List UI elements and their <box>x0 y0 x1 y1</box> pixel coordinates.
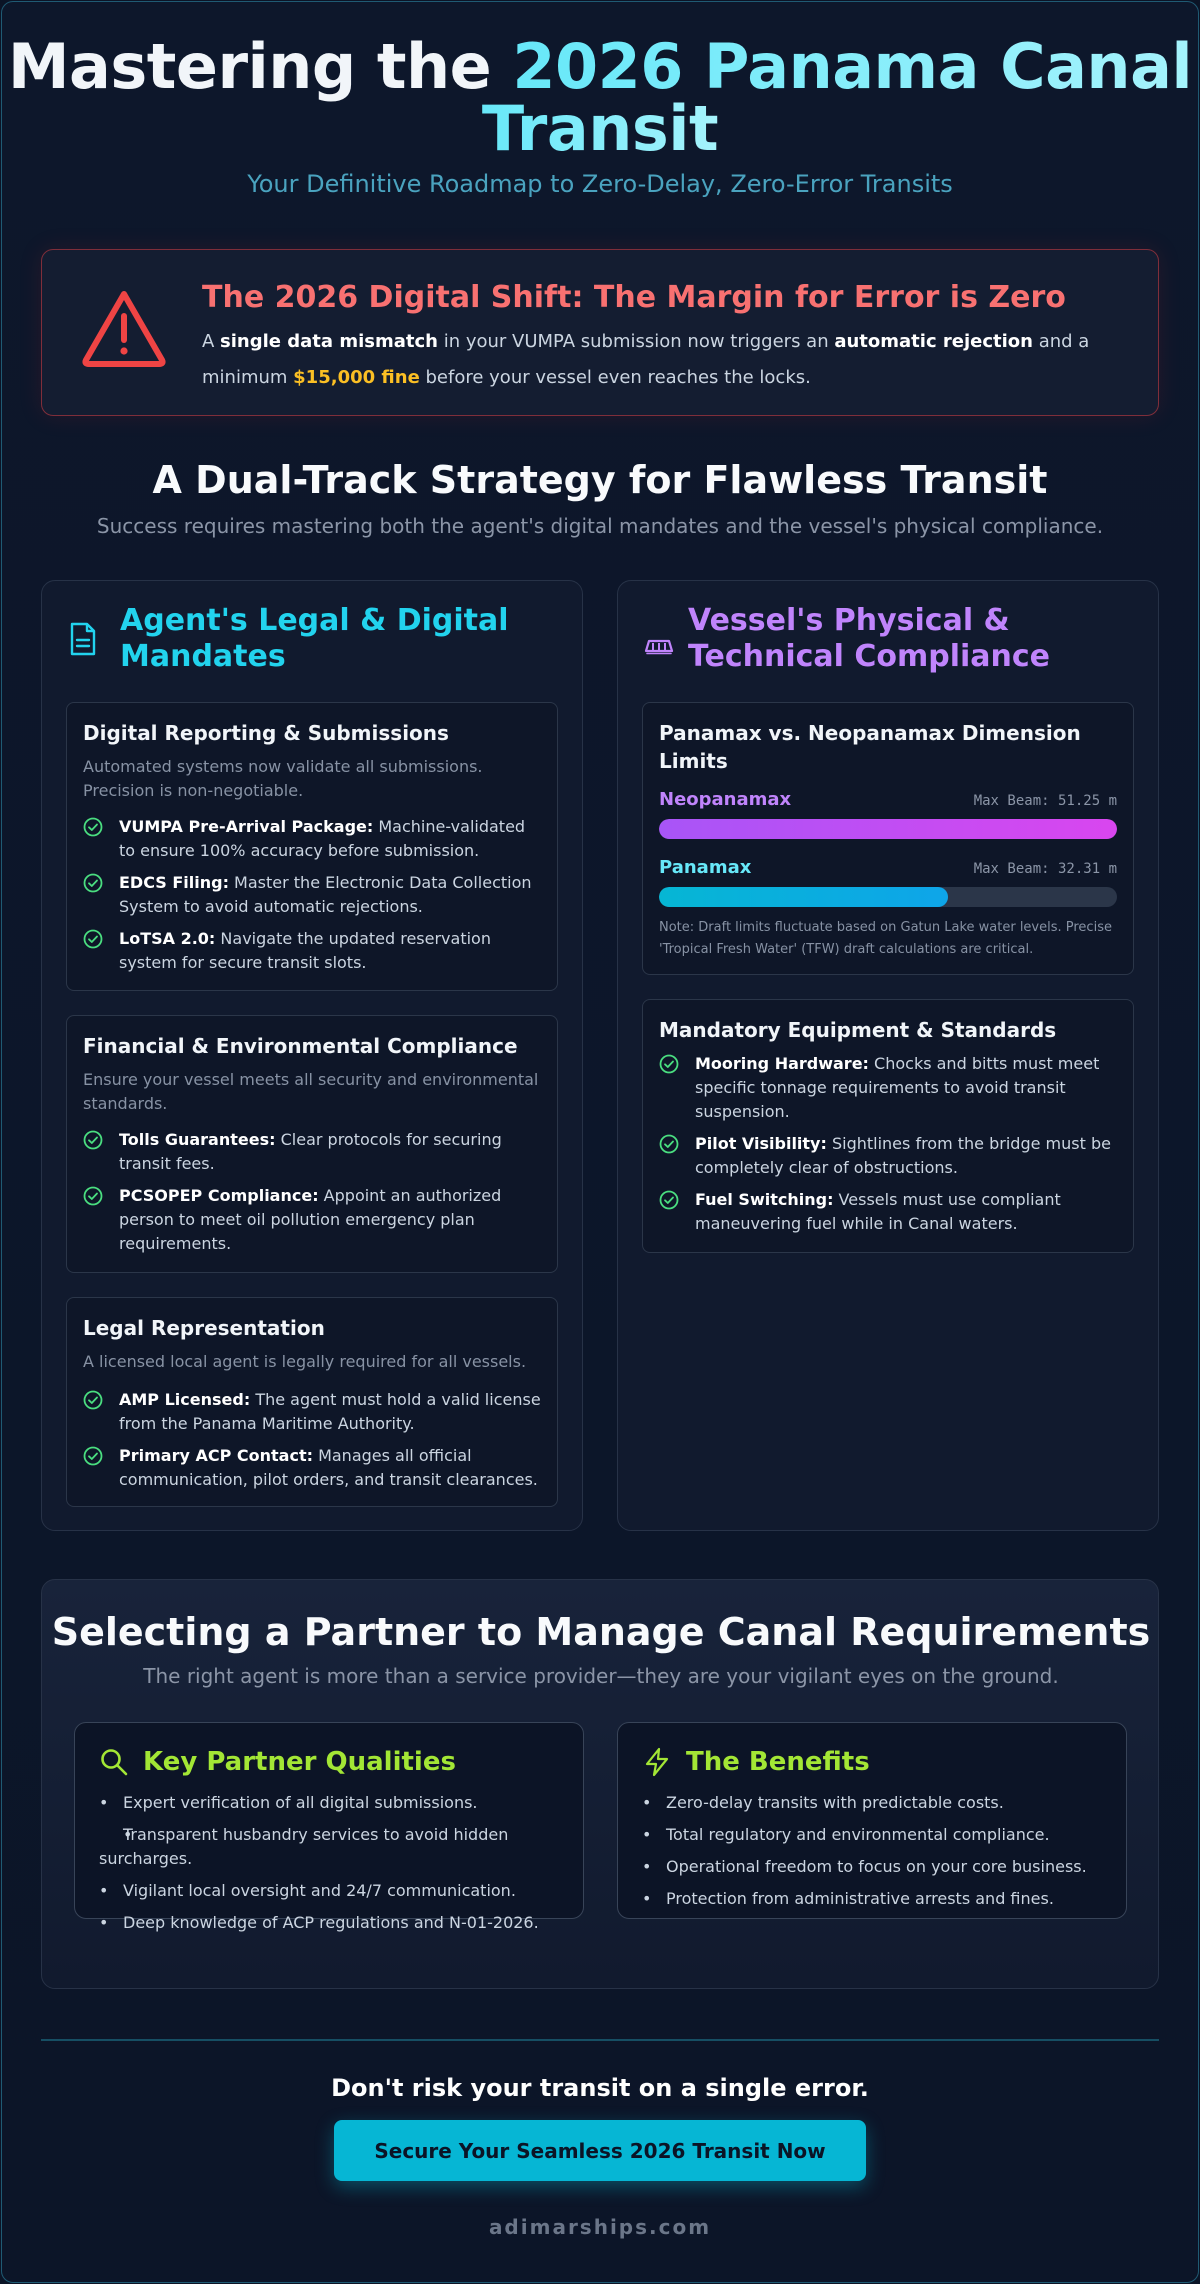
secure-transit-button[interactable]: Secure Your Seamless 2026 Transit Now <box>334 2120 866 2181</box>
list-item: Transparent husbandry services to avoid … <box>99 1823 565 1871</box>
card-dimension-limits: Panamax vs. Neopanamax Dimension Limits … <box>642 702 1134 975</box>
card-title: Panamax vs. Neopanamax Dimension Limits <box>659 721 1081 773</box>
fine-amount: $15,000 fine <box>293 367 420 388</box>
card-digital-reporting: Digital Reporting & Submissions Automate… <box>66 702 558 991</box>
alert-banner: The 2026 Digital Shift: The Margin for E… <box>41 249 1159 416</box>
search-icon <box>101 1749 128 1776</box>
check-circle-icon <box>83 817 103 837</box>
card-title: Digital Reporting & Submissions <box>83 721 449 745</box>
bar-value-panamax: Max Beam: 32.31 m <box>973 861 1117 877</box>
benefits-list: Zero-delay transits with predictable cos… <box>642 1791 1108 1919</box>
warning-triangle-icon <box>82 291 166 367</box>
check-circle-icon <box>83 1390 103 1410</box>
draft-note: Note: Draft limits fluctuate based on Ga… <box>659 920 1112 957</box>
list-item: Deep knowledge of ACP regulations and N-… <box>99 1911 565 1935</box>
card-mandatory-equipment: Mandatory Equipment & Standards Mooring … <box>642 999 1134 1253</box>
card-partner-qualities: Key Partner Qualities Expert verificatio… <box>74 1722 584 1935</box>
page-title: Mastering the 2026 Panama Canal Transit <box>0 36 1200 160</box>
card-title: Legal Representation <box>83 1316 325 1340</box>
site-link[interactable]: adimarships.com <box>488 2215 712 2239</box>
card-legal-representation: Legal Representation A licensed local ag… <box>66 1297 558 1507</box>
section-subtitle-strategy: Success requires mastering both the agen… <box>96 514 1104 538</box>
vessel-column-title: Vessel's Physical & Technical Compliance <box>688 603 1051 674</box>
section-title-strategy: A Dual-Track Strategy for Flawless Trans… <box>152 458 1048 502</box>
footer-divider <box>41 2039 1159 2041</box>
list-item: Zero-delay transits with predictable cos… <box>642 1791 1108 1815</box>
alert-title: The 2026 Digital Shift: The Margin for E… <box>202 280 1066 315</box>
card-description: A licensed local agent is legally requir… <box>83 1352 527 1371</box>
list-item: Vigilant local oversight and 24/7 commun… <box>99 1879 565 1903</box>
card-description: Ensure your vessel meets all security an… <box>83 1070 539 1113</box>
check-circle-icon <box>83 929 103 949</box>
partner-section: Selecting a Partner to Manage Canal Requ… <box>41 1579 1159 1989</box>
agent-mandates-column: Agent's Legal & Digital Mandates Digital… <box>41 580 583 1531</box>
page-subtitle: Your Definitive Roadmap to Zero-Delay, Z… <box>247 170 953 198</box>
bar-fill-panamax <box>659 887 948 907</box>
alert-emphasis-2: automatic rejection <box>834 331 1033 352</box>
bar-track-panamax <box>659 887 1117 907</box>
lightning-icon <box>645 1747 669 1777</box>
bar-value-neopanamax: Max Beam: 51.25 m <box>973 793 1117 809</box>
partner-subtitle: The right agent is more than a service p… <box>143 1664 1059 1688</box>
qualities-list: Expert verification of all digital submi… <box>99 1791 565 1943</box>
qualities-title: Key Partner Qualities <box>143 1747 456 1777</box>
bar-fill-neopanamax <box>659 819 1117 839</box>
benefits-title: The Benefits <box>686 1747 870 1777</box>
title-part-white: Mastering the <box>7 30 492 103</box>
title-part-gradient-2: Transit <box>481 92 719 165</box>
list-item: Total regulatory and environmental compl… <box>642 1823 1108 1847</box>
list-item: Operational freedom to focus on your cor… <box>642 1855 1108 1879</box>
check-circle-icon <box>83 1130 103 1150</box>
check-circle-icon <box>659 1190 679 1210</box>
check-circle-icon <box>83 873 103 893</box>
check-circle-icon <box>83 1186 103 1206</box>
vessel-compliance-column: Vessel's Physical & Technical Compliance… <box>617 580 1159 1531</box>
title-part-gradient: 2026 Panama Canal <box>512 30 1193 103</box>
document-icon <box>70 622 96 656</box>
card-title: Financial & Environmental Compliance <box>83 1034 518 1058</box>
partner-title: Selecting a Partner to Manage Canal Requ… <box>51 1610 1151 1654</box>
alert-emphasis: single data mismatch <box>220 331 438 352</box>
cta-lead-text: Don't risk your transit on a single erro… <box>331 2074 869 2102</box>
card-description: Automated systems now validate all submi… <box>83 757 483 800</box>
agent-column-title: Agent's Legal & Digital Mandates <box>120 603 509 674</box>
check-circle-icon <box>83 1446 103 1466</box>
bar-label-panamax: Panamax <box>659 857 752 878</box>
bar-label-neopanamax: Neopanamax <box>659 789 792 810</box>
bar-track-neopanamax <box>659 819 1117 839</box>
alert-text: A single data mismatch in your VUMPA sub… <box>202 331 1090 388</box>
list-item: Expert verification of all digital submi… <box>99 1791 565 1815</box>
card-title: Mandatory Equipment & Standards <box>659 1018 1057 1042</box>
list-item: Protection from administrative arrests a… <box>642 1887 1108 1911</box>
card-benefits: The Benefits Zero-delay transits with pr… <box>617 1722 1127 1919</box>
check-circle-icon <box>659 1054 679 1074</box>
check-circle-icon <box>659 1134 679 1154</box>
card-financial-environmental: Financial & Environmental Compliance Ens… <box>66 1015 558 1273</box>
ship-icon <box>644 639 674 655</box>
